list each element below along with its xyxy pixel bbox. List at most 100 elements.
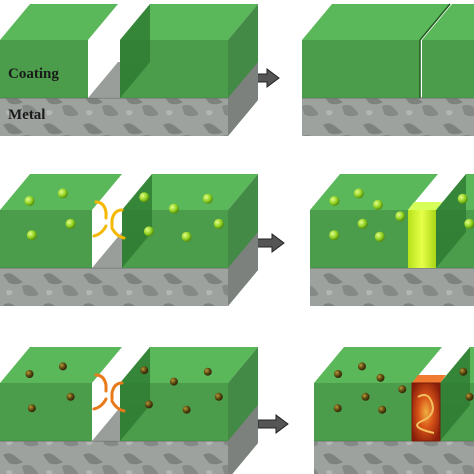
microcapsule [65, 218, 76, 229]
coating-top [310, 174, 438, 210]
coating-front [310, 210, 408, 268]
release-arrow [94, 373, 108, 393]
coating-top [302, 4, 450, 40]
release-arrow [94, 200, 108, 220]
microcapsule [181, 231, 192, 242]
coating-left-piece [0, 347, 122, 441]
block-1 [0, 4, 258, 136]
coating-front [422, 40, 474, 98]
release-arrow [110, 381, 124, 401]
coating-top [314, 347, 442, 383]
process-arrow-3 [257, 414, 289, 434]
coating-left-piece [302, 4, 450, 98]
crack-line [419, 3, 451, 41]
microcapsule [140, 366, 149, 375]
microcapsule [214, 392, 223, 401]
coating-left-piece [0, 174, 122, 268]
metal-substrate [302, 98, 474, 136]
coating-right-piece [120, 4, 258, 98]
coating-left-piece [0, 4, 118, 98]
microcapsule [398, 385, 407, 394]
microcapsule [203, 367, 212, 376]
block-6 [314, 347, 474, 474]
coating-top [0, 4, 118, 40]
microcapsule [334, 370, 343, 378]
microcapsule [66, 392, 75, 401]
metal-label: Metal [8, 107, 45, 123]
microcapsule [465, 392, 474, 401]
block-2 [302, 3, 474, 136]
metal-substrate [310, 268, 474, 306]
microcapsule [213, 218, 224, 229]
healed-crack [408, 210, 436, 268]
healing-swirl [416, 394, 435, 434]
coating-front [0, 40, 88, 98]
microcapsule [457, 193, 468, 204]
coating-top [122, 174, 258, 210]
microcapsule [374, 231, 385, 242]
coating-label: Coating [8, 66, 59, 82]
release-arrow [92, 397, 108, 411]
coating-left-piece [310, 174, 438, 268]
coating-right-piece [422, 4, 474, 98]
microcapsule [333, 404, 342, 413]
microcapsule [459, 367, 468, 376]
microcapsule [24, 196, 35, 206]
metal-side [228, 62, 258, 136]
microcapsule [357, 218, 368, 229]
microcapsule [58, 362, 67, 371]
coating-front [302, 40, 420, 98]
block-3 [0, 174, 258, 306]
microcapsule [144, 400, 153, 409]
microcapsule [202, 193, 213, 204]
microcapsule [26, 230, 37, 241]
microcapsule [329, 230, 340, 241]
coating-front [0, 210, 92, 268]
microcapsule [329, 196, 340, 206]
microcapsules [329, 188, 474, 242]
block-4 [310, 174, 474, 306]
coating-left-piece [314, 347, 442, 441]
coating-front [0, 383, 92, 441]
metal-substrate [0, 98, 228, 136]
process-arrow-2 [253, 233, 285, 253]
coating-blocks [0, 3, 474, 474]
release-arrows [92, 200, 126, 240]
microcapsule [143, 226, 154, 237]
microcapsule [464, 218, 474, 229]
healed-top [412, 375, 446, 383]
microcapsules [333, 362, 474, 414]
metal-substrate [314, 441, 474, 474]
process-arrows [248, 68, 289, 434]
microcapsule [168, 203, 179, 214]
microcapsule [361, 392, 370, 401]
microcapsule [353, 188, 364, 199]
metal-side [228, 232, 258, 306]
release-arrow [110, 399, 126, 413]
healed-top [408, 202, 442, 210]
microcapsule [27, 404, 36, 413]
microcapsule [372, 199, 383, 210]
coating-top [120, 4, 258, 40]
coating-top [120, 347, 258, 383]
healed-crack [411, 382, 441, 442]
metal-substrate [0, 441, 228, 474]
microcapsule [182, 405, 191, 414]
metal-substrate [0, 268, 228, 306]
microcapsule [57, 188, 68, 199]
coating-front [314, 383, 412, 441]
release-arrow [92, 224, 108, 238]
microcapsule [378, 405, 387, 414]
crack-wall [120, 4, 150, 98]
release-arrow [110, 226, 126, 240]
microcapsule [357, 362, 366, 371]
release-arrow [110, 208, 124, 228]
microcapsules [25, 362, 223, 414]
microcapsules [24, 188, 224, 242]
metal-side [228, 405, 258, 474]
release-arrows [92, 373, 126, 413]
microcapsule [25, 370, 34, 378]
microcapsule [395, 211, 406, 222]
coating-top [422, 4, 474, 40]
